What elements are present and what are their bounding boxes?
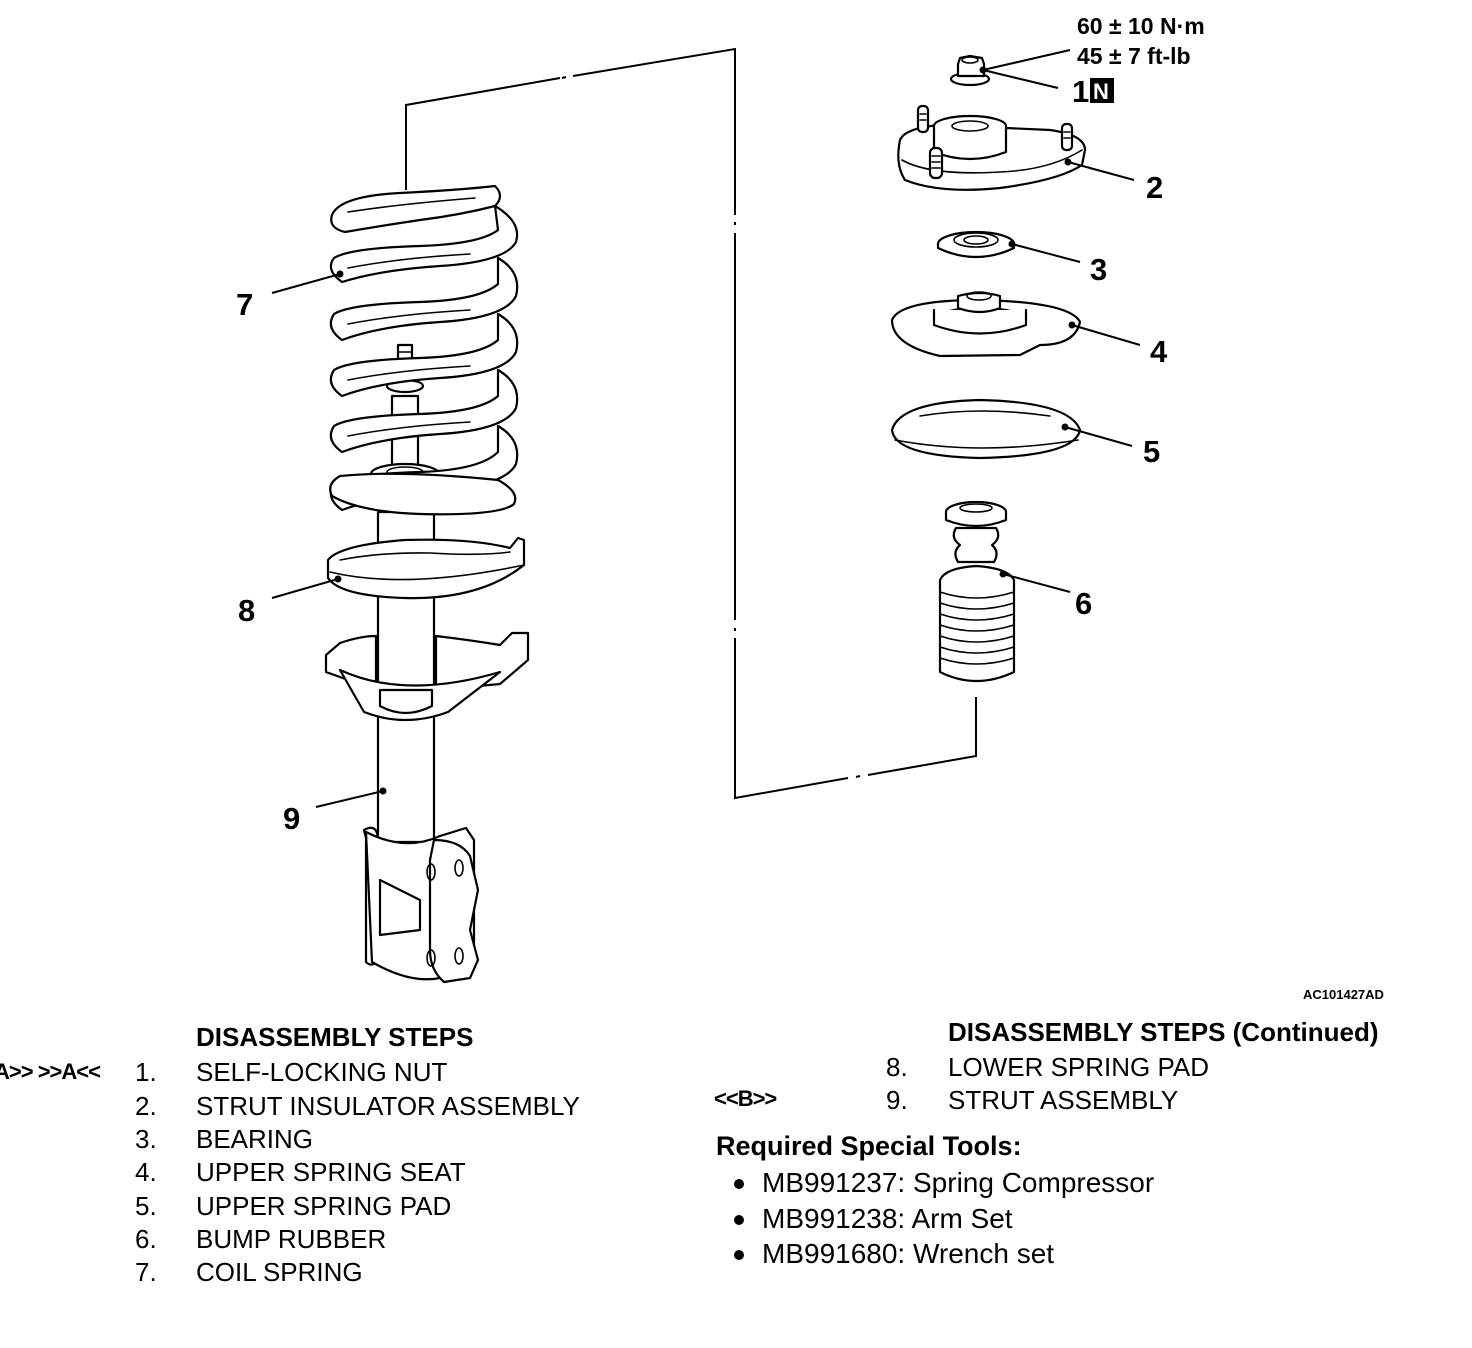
step-number: 7. — [135, 1257, 157, 1287]
step-number: 5. — [135, 1191, 157, 1221]
callout-label-4: 4 — [1150, 334, 1168, 369]
callout-4: 4 — [1068, 321, 1168, 369]
step-label: STRUT ASSEMBLY — [948, 1085, 1179, 1115]
callout-7: 7 — [236, 270, 344, 322]
step-label: COIL SPRING — [196, 1257, 363, 1287]
bullet-icon — [734, 1179, 744, 1189]
callout-8: 8 — [238, 575, 342, 628]
callout-1 — [979, 49, 1071, 89]
exploded-view-diagram: 2 3 4 5 6 7 8 9 60 ± 10 N·m 45 ± 7 ft-lb — [236, 13, 1384, 1002]
callout-label-9: 9 — [283, 801, 300, 836]
step-label: BEARING — [196, 1124, 314, 1154]
callout-5: 5 — [1061, 423, 1160, 469]
tool-label: MB991237: Spring Compressor — [762, 1167, 1155, 1198]
alignment-bracket-line — [405, 47, 977, 800]
tool-label: MB991680: Wrench set — [762, 1238, 1055, 1269]
step-label: STRUT INSULATOR ASSEMBLY — [196, 1091, 580, 1121]
callout-label-5: 5 — [1143, 434, 1160, 469]
special-tools-heading: Required Special Tools: — [716, 1131, 1022, 1161]
step-number: 1. — [135, 1057, 157, 1087]
disassembly-steps-heading: DISASSEMBLY STEPS — [196, 1022, 474, 1052]
callout-9: 9 — [283, 787, 387, 836]
torque-imperial: 45 ± 7 ft-lb — [1077, 43, 1191, 69]
callout-label-6: 6 — [1075, 586, 1092, 621]
bearing-part — [936, 230, 1016, 259]
tool-label: MB991238: Arm Set — [762, 1203, 1013, 1234]
upper-spring-seat-part — [890, 291, 1082, 358]
callout-label-1: 1 — [1072, 74, 1089, 109]
step-marker-9: <<B>> — [714, 1086, 777, 1111]
step-number: 8. — [886, 1052, 908, 1082]
step-label: UPPER SPRING PAD — [196, 1191, 452, 1221]
callout-label-7: 7 — [236, 287, 253, 322]
bullet-icon — [734, 1250, 744, 1260]
replace-part-badge — [1090, 78, 1114, 103]
bump-rubber-part — [938, 500, 1016, 682]
step-label: BUMP RUBBER — [196, 1224, 387, 1254]
coil-spring-part — [329, 184, 519, 516]
callout-6: 6 — [999, 570, 1092, 621]
torque-metric: 60 ± 10 N·m — [1077, 13, 1205, 39]
step-number: 3. — [135, 1124, 157, 1154]
callout-label-8: 8 — [238, 593, 255, 628]
step-number: 6. — [135, 1224, 157, 1254]
callout-3: 3 — [1008, 240, 1107, 287]
step-number: 4. — [135, 1157, 157, 1187]
disassembly-steps-continued-heading: DISASSEMBLY STEPS (Continued) — [948, 1017, 1379, 1047]
step-number: 9. — [886, 1085, 908, 1115]
lower-spring-pad-part — [326, 536, 526, 600]
torque-spec: 60 ± 10 N·m 45 ± 7 ft-lb 1 N — [1072, 13, 1205, 109]
callout-label-2: 2 — [1146, 170, 1163, 205]
bullet-icon — [734, 1215, 744, 1225]
step-label: UPPER SPRING SEAT — [196, 1157, 466, 1187]
upper-spring-pad-part — [890, 398, 1082, 460]
figure-id: AC101427AD — [1303, 987, 1384, 1002]
step-number: 2. — [135, 1091, 157, 1121]
strut-insulator-part — [897, 104, 1087, 191]
replace-badge-letter: N — [1093, 79, 1109, 104]
step-label: LOWER SPRING PAD — [948, 1052, 1210, 1082]
callout-2: 2 — [1064, 158, 1163, 205]
callout-label-3: 3 — [1090, 252, 1107, 287]
step-marker-1: A>> >>A<< — [0, 1059, 101, 1084]
step-label: SELF-LOCKING NUT — [196, 1057, 448, 1087]
self-locking-nut-part — [949, 54, 991, 87]
